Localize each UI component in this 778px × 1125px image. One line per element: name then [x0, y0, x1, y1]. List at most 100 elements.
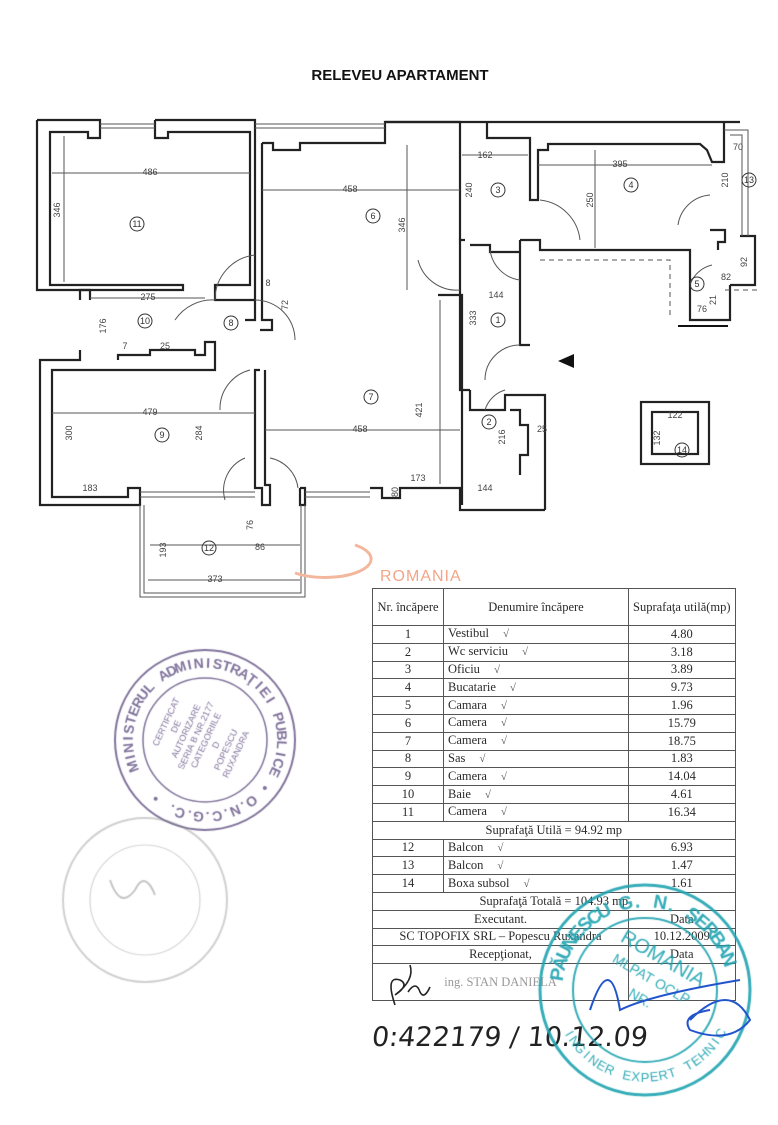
dimension-label: 8: [265, 278, 270, 288]
table-header: Nr. încăpere Denumire încăpere Suprafaţa…: [372, 588, 736, 626]
room-marker-2: 2: [481, 414, 497, 430]
svg-text:7: 7: [368, 392, 373, 402]
room-marker-11: 11: [129, 216, 145, 232]
room-marker-8: 8: [223, 315, 239, 331]
receiver: ing. STAN DANIELA: [372, 963, 629, 1002]
room-area: 1.96: [628, 696, 736, 715]
svg-text:13: 13: [744, 175, 754, 185]
check-mark: √: [493, 663, 500, 676]
room-nr: 2: [372, 642, 444, 662]
dimension-label: 333: [468, 310, 478, 325]
check-mark: √: [497, 859, 504, 872]
dimension-label: 421: [414, 402, 424, 417]
room-marker-6: 6: [365, 208, 381, 224]
room-nr: 12: [372, 838, 444, 858]
dimension-label: 240: [464, 182, 474, 197]
executant-header-date: Data: [628, 909, 736, 929]
svg-text:4: 4: [628, 180, 633, 190]
room-nr: 3: [372, 660, 444, 680]
room-name: Camera√: [443, 731, 629, 751]
received-header-date: Data: [628, 945, 736, 965]
dimension-label: 458: [352, 424, 367, 434]
room-name: Boxa subsol√: [443, 874, 629, 893]
room-area: 3.18: [628, 642, 736, 662]
dimension-label: 373: [207, 574, 222, 584]
dimension-label: 25: [537, 424, 547, 434]
dimension-label: 162: [477, 150, 492, 160]
svg-text:11: 11: [132, 219, 141, 229]
room-area: 4.61: [628, 785, 736, 804]
room-name: Camera√: [443, 713, 629, 733]
dimension-label: 25: [160, 341, 170, 351]
room-nr: 6: [372, 713, 444, 733]
check-mark: √: [484, 788, 491, 801]
dimension-label: 458: [342, 184, 357, 194]
room-name: Wc serviciu√: [443, 642, 629, 662]
room-marker-12: 12: [201, 540, 217, 556]
received-header: Recepţionat,: [372, 945, 629, 965]
svg-text:14: 14: [677, 445, 687, 455]
dimension-label: 275: [140, 292, 155, 302]
dimension-label: 144: [477, 483, 492, 493]
room-marker-13: 13: [741, 172, 757, 188]
room-nr: 8: [372, 749, 444, 769]
check-mark: √: [497, 841, 504, 854]
dimension-label: 486: [142, 167, 157, 177]
room-nr: 13: [372, 856, 444, 876]
dimension-label: 92: [739, 257, 749, 267]
check-mark: √: [479, 752, 486, 765]
check-mark: √: [500, 806, 507, 819]
room-area: 18.75: [628, 731, 736, 751]
room-name: Balcon√: [443, 838, 629, 858]
room-area-table: Nr. încăpere Denumire încăpere Suprafaţa…: [372, 588, 736, 1002]
dimension-label: 7: [122, 341, 127, 351]
check-mark: √: [509, 681, 516, 694]
check-mark: √: [500, 717, 507, 730]
room-marker-7: 7: [363, 389, 379, 405]
room-name: Bucatarie√: [443, 678, 629, 698]
dimension-label: 144: [488, 290, 503, 300]
thin-lines: [52, 123, 760, 598]
check-mark: √: [500, 699, 507, 712]
dimension-label: 82: [721, 272, 731, 282]
executant: SC TOPOFIX SRL – Popescu Ruxandra: [372, 927, 629, 947]
room-marker-5: 5: [689, 276, 705, 292]
dimension-label: 70: [733, 142, 743, 152]
dimension-label: 193: [158, 542, 168, 557]
walls: [35, 118, 757, 512]
dimension-label: 479: [142, 407, 157, 417]
check-mark: √: [500, 770, 507, 783]
watermark-arc: [294, 543, 373, 579]
svg-text:10: 10: [140, 316, 150, 326]
check-mark: √: [500, 735, 507, 748]
room-marker-10: 10: [137, 313, 153, 329]
svg-text:2: 2: [486, 417, 491, 427]
room-marker-1: 1: [490, 312, 506, 328]
room-name: Camara√: [443, 696, 629, 715]
check-mark: √: [523, 877, 530, 890]
svg-text:3: 3: [495, 185, 500, 195]
dimension-label: 183: [82, 483, 97, 493]
dimension-labels: 4863464583461622403952507021082927621144…: [52, 142, 749, 584]
room-nr: 10: [372, 785, 444, 804]
room-nr: 7: [372, 731, 444, 751]
room-name: Baie√: [443, 785, 629, 804]
room-area: 4.80: [628, 625, 736, 644]
header-nr: Nr. încăpere: [372, 588, 444, 626]
dimension-label: 346: [397, 217, 407, 232]
header-name: Denumire încăpere: [443, 588, 629, 626]
floor-plan: 4863464583461622403952507021082927621144…: [35, 118, 760, 598]
dimension-label: 250: [585, 192, 595, 207]
executant-date: 10.12.2009: [628, 927, 736, 947]
svg-text:6: 6: [370, 211, 375, 221]
dimension-label: 76: [245, 520, 255, 530]
